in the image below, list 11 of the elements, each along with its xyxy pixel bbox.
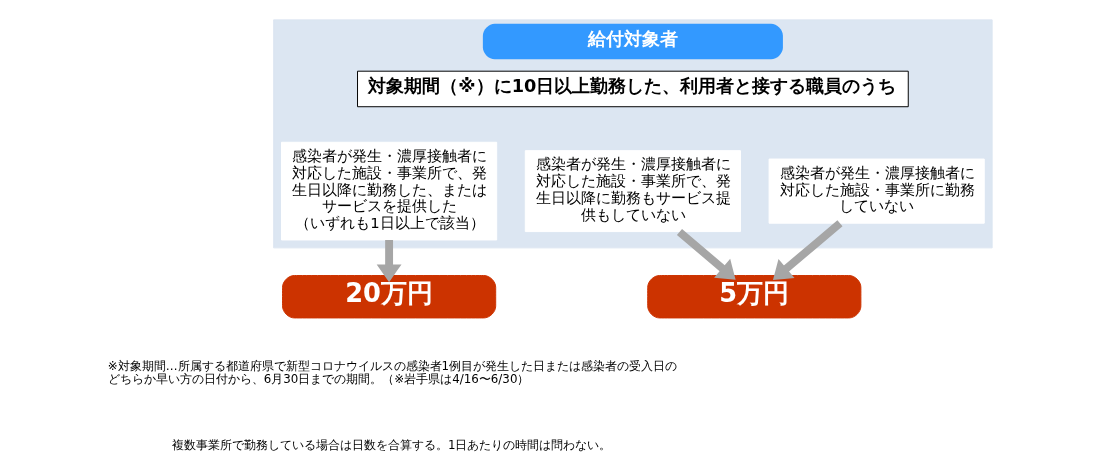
label: 複数事業所で勤務している場合は日数を合算する。1日あたりの時間は問わない。 xyxy=(171,438,612,453)
node-box: 感染者が発生・濃厚接触者に対応した施設・事業所に勤務していない xyxy=(768,158,985,224)
arrow xyxy=(772,220,843,280)
node-box: 20万円 xyxy=(282,275,497,319)
label: ※対象期間…所属する都道府県で新型コロナウイルスの感染者1例目が発生した日または感染者の受入日のどちらか早い方の日付から、6月30日までの期間。（※岩手県は4/16〜6/30） xyxy=(107,358,678,386)
node-box: 5万円 xyxy=(647,275,862,319)
arrow xyxy=(376,239,402,283)
node-box: 対象期間（※）に10日以上勤務した、利用者と接する職員のうち xyxy=(357,70,909,108)
node-box: 感染者が発生・濃厚接触者に対応した施設・事業所で、発生日以降に勤務した、またはサービスを提供した （いずれも1日以上で該当） xyxy=(281,141,498,241)
arrow xyxy=(676,228,736,280)
node-box: 感染者が発生・濃厚接触者に対応した施設・事業所で、発生日以降に勤務もサービス提供もしていない xyxy=(524,150,741,233)
